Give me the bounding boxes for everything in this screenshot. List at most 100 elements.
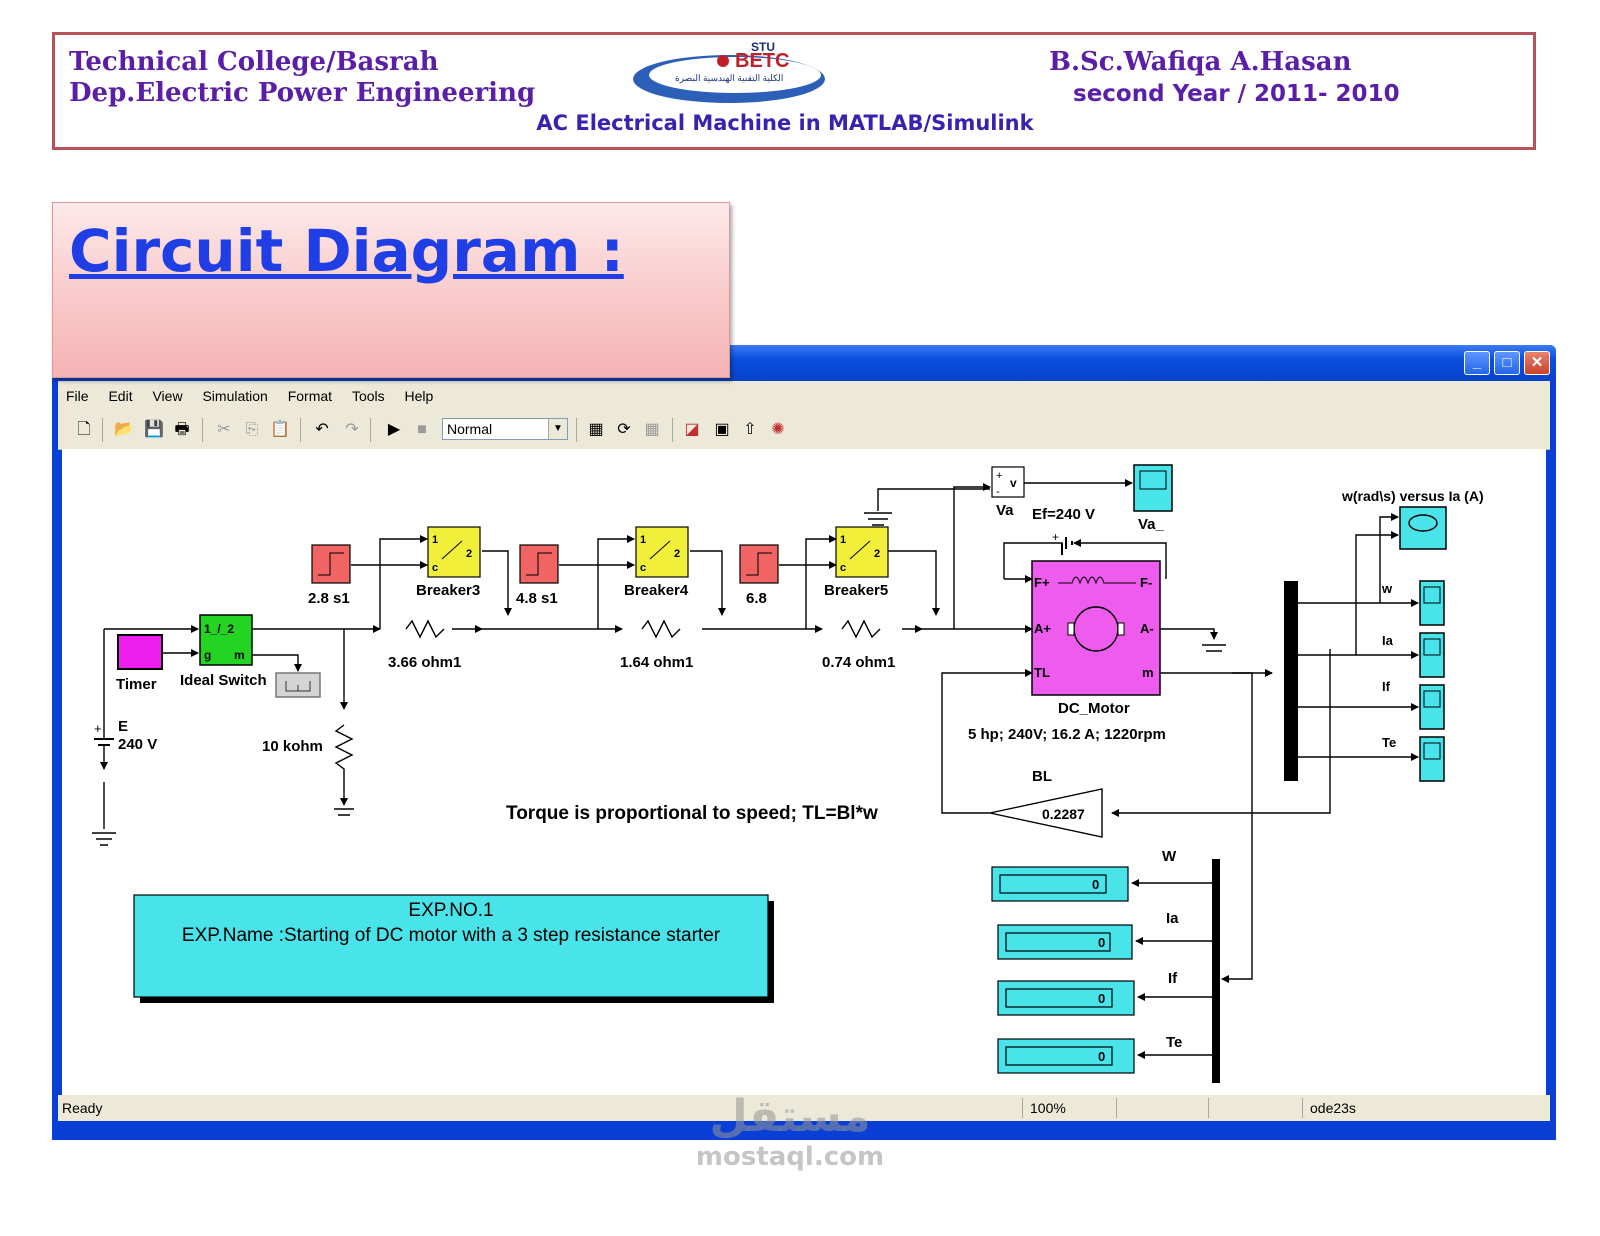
ef-label: Ef=240 V — [1032, 506, 1095, 523]
port-aplus: A+ — [1034, 621, 1051, 636]
model-explorer-icon[interactable]: ▣ — [714, 421, 730, 438]
menu-file[interactable]: File — [66, 388, 89, 404]
department-name: Dep.Electric Power Engineering — [69, 78, 536, 108]
port-aminus: A- — [1140, 621, 1154, 636]
voltage-measurement-block[interactable]: + - v Va — [991, 466, 1025, 519]
timer-block[interactable]: Timer — [116, 634, 199, 693]
port-fplus: F+ — [1034, 575, 1050, 590]
gain-value: 0.2287 — [1042, 806, 1085, 822]
display-w[interactable]: 0 W — [991, 848, 1177, 902]
resistor-2[interactable]: 1.64 ohm1 — [620, 619, 693, 671]
logo-main-text: BETC — [735, 50, 789, 72]
copy-icon[interactable]: ⎘ — [245, 421, 259, 438]
display-te[interactable]: 0 Te — [997, 1034, 1182, 1074]
redo-icon[interactable]: ↷ — [345, 421, 359, 438]
model-canvas[interactable]: + E 240 V Timer 1_/_2 g m Ideal Switch — [62, 449, 1546, 1095]
scope-ia[interactable]: Ia — [1382, 632, 1445, 678]
scope-w[interactable]: w — [1381, 580, 1445, 626]
incremental-build-icon[interactable]: ▦ — [644, 421, 660, 438]
simulation-mode-value: Normal — [447, 421, 493, 437]
status-bar: Ready 100% ode23s — [58, 1095, 1550, 1121]
build-icon[interactable]: ▦ — [588, 421, 604, 438]
step-block-3[interactable]: 6.8 — [739, 544, 779, 607]
scope-if-label: If — [1382, 679, 1391, 694]
scope-te[interactable]: Te — [1382, 735, 1445, 782]
shunt-resistor[interactable]: 10 kohm — [262, 724, 354, 779]
menu-view[interactable]: View — [152, 388, 183, 404]
svg-text:g: g — [204, 648, 211, 662]
step-label-1: 2.8 s1 — [308, 590, 350, 607]
svg-text:1: 1 — [432, 534, 438, 546]
resistor-3[interactable]: 0.74 ohm1 — [822, 619, 895, 671]
step-label-3: 6.8 — [746, 590, 767, 607]
svg-text:+: + — [94, 721, 102, 736]
ideal-switch-block[interactable]: 1_/_2 g m Ideal Switch — [180, 614, 267, 689]
start-simulation-icon[interactable]: ▶ — [387, 421, 401, 438]
svg-text:c: c — [840, 562, 846, 574]
svg-text:2: 2 — [674, 548, 680, 560]
xy-graph-scope[interactable]: w(rad\s) versus Ia (A) — [1341, 488, 1484, 550]
solver-name: ode23s — [1310, 1100, 1356, 1116]
stop-simulation-icon[interactable]: ■ — [417, 421, 427, 438]
menu-tools[interactable]: Tools — [351, 388, 385, 404]
svg-text:2: 2 — [466, 548, 472, 560]
mux-bar[interactable] — [1284, 581, 1298, 781]
undo-icon[interactable]: ↶ — [315, 421, 329, 438]
step-block-2[interactable]: 4.8 s1 — [516, 544, 559, 607]
menu-simulation[interactable]: Simulation — [202, 388, 268, 404]
scope-w-label: w — [1381, 581, 1393, 596]
field-dc-source[interactable]: + Ef=240 V — [1032, 506, 1095, 555]
menu-format[interactable]: Format — [287, 388, 333, 404]
resistor-1[interactable]: 3.66 ohm1 — [388, 619, 461, 671]
simulation-mode-select[interactable]: Normal ▼ — [442, 418, 568, 440]
paste-icon[interactable]: 📋 — [270, 421, 290, 438]
print-icon[interactable]: 🖶 — [174, 421, 190, 438]
course-title: AC Electrical Machine in MATLAB/Simulink — [536, 111, 1034, 135]
dc-voltage-source[interactable]: + E 240 V — [94, 718, 157, 770]
open-folder-icon[interactable]: 📂 — [114, 421, 134, 438]
save-icon[interactable]: 💾 — [144, 421, 164, 438]
logo-arabic-text: الكلية التقنية الهندسية البصرة — [675, 73, 783, 84]
svg-text:v: v — [1010, 476, 1017, 490]
debug-icon[interactable]: ✺ — [771, 421, 785, 438]
exp-number: EXP.NO.1 — [408, 900, 493, 921]
college-logo: STU BETC الكلية التقنية الهندسية البصرة — [633, 40, 825, 103]
menu-edit[interactable]: Edit — [108, 388, 133, 404]
gain-block[interactable]: 0.2287 BL — [989, 768, 1103, 838]
scope-if[interactable]: If — [1382, 679, 1445, 730]
college-name: Technical College/Basrah — [69, 47, 439, 77]
terminator-block[interactable] — [275, 672, 321, 698]
display-w-value: 0 — [1092, 877, 1099, 892]
menu-help[interactable]: Help — [404, 388, 434, 404]
va-scope[interactable]: Va_ — [1133, 464, 1173, 533]
display-ia[interactable]: 0 Ia — [997, 910, 1179, 960]
svg-text:m: m — [234, 648, 245, 662]
experiment-annotation[interactable]: EXP.NO.1 EXP.Name :Starting of DC motor … — [133, 894, 774, 1003]
shunt-resistor-label: 10 kohm — [262, 738, 323, 755]
watermark-latin: mostaql.com — [695, 1142, 885, 1172]
svg-text:1_/_2: 1_/_2 — [204, 622, 234, 636]
svg-text:1: 1 — [840, 534, 846, 546]
go-to-parent-icon[interactable]: ⇧ — [743, 421, 757, 438]
resistor-2-label: 1.64 ohm1 — [620, 654, 693, 671]
dc-motor-block[interactable]: F+ F- A+ A- TL m DC_Motor 5 hp; 240V; 16… — [968, 560, 1166, 743]
demux-bar[interactable] — [1212, 859, 1220, 1083]
update-diagram-icon[interactable]: ⟳ — [617, 421, 631, 438]
maximize-icon[interactable]: □ — [1494, 351, 1520, 375]
menu-bar: File Edit View Simulation Format Tools H… — [58, 381, 1550, 411]
motor-rating: 5 hp; 240V; 16.2 A; 1220rpm — [968, 726, 1166, 743]
new-file-icon[interactable]: 🗋 — [77, 421, 91, 438]
minimize-icon[interactable]: _ — [1464, 351, 1490, 375]
close-icon[interactable]: ✕ — [1524, 351, 1550, 375]
cut-icon[interactable]: ✂ — [217, 421, 231, 438]
chevron-down-icon[interactable]: ▼ — [548, 419, 567, 439]
step-block-1[interactable]: 2.8 s1 — [308, 544, 351, 607]
breaker-4[interactable]: 1 2 c Breaker4 — [624, 526, 689, 599]
watermark: مستقل mostaql.com — [690, 1092, 890, 1173]
display-if[interactable]: 0 If — [997, 970, 1178, 1016]
breaker-3[interactable]: 1 2 c Breaker3 — [416, 526, 481, 599]
breaker-5[interactable]: 1 2 c Breaker5 — [824, 526, 889, 599]
library-browser-icon[interactable]: ◪ — [684, 421, 700, 438]
va-scope-label: Va_ — [1138, 516, 1165, 533]
academic-year: second Year / 2011- 2010 — [1073, 81, 1400, 107]
